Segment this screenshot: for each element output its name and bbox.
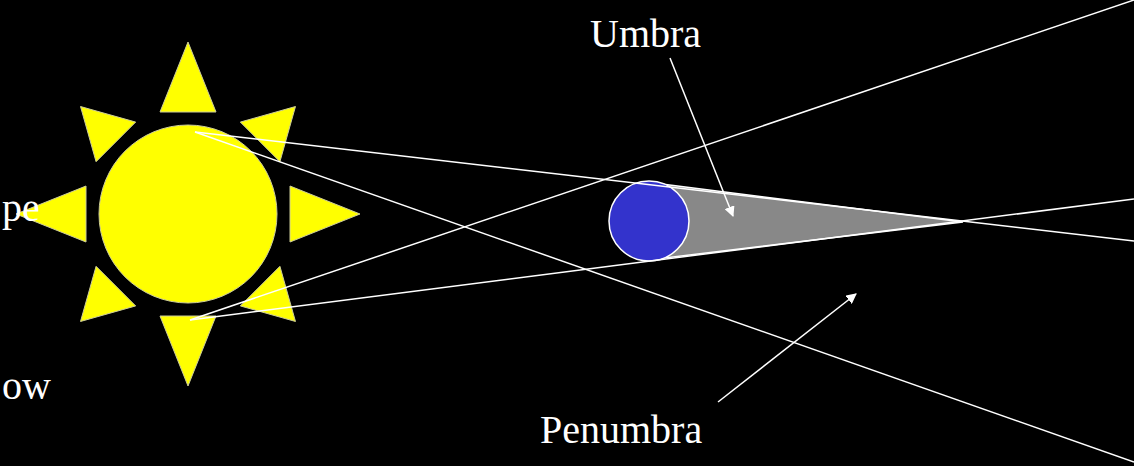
sun-ray <box>290 186 360 242</box>
sun-ray <box>160 316 216 386</box>
penumbra-label: Penumbra <box>540 410 702 450</box>
planet <box>609 181 689 261</box>
umbra-label: Umbra <box>590 14 701 54</box>
sun-ray <box>160 42 216 112</box>
umbra-cone <box>646 182 963 260</box>
sun-rays <box>16 42 360 386</box>
light-rays <box>190 0 1134 462</box>
cut-label: pe <box>2 188 40 228</box>
leader-arrows <box>670 58 856 402</box>
cut-label: ow <box>2 366 51 406</box>
